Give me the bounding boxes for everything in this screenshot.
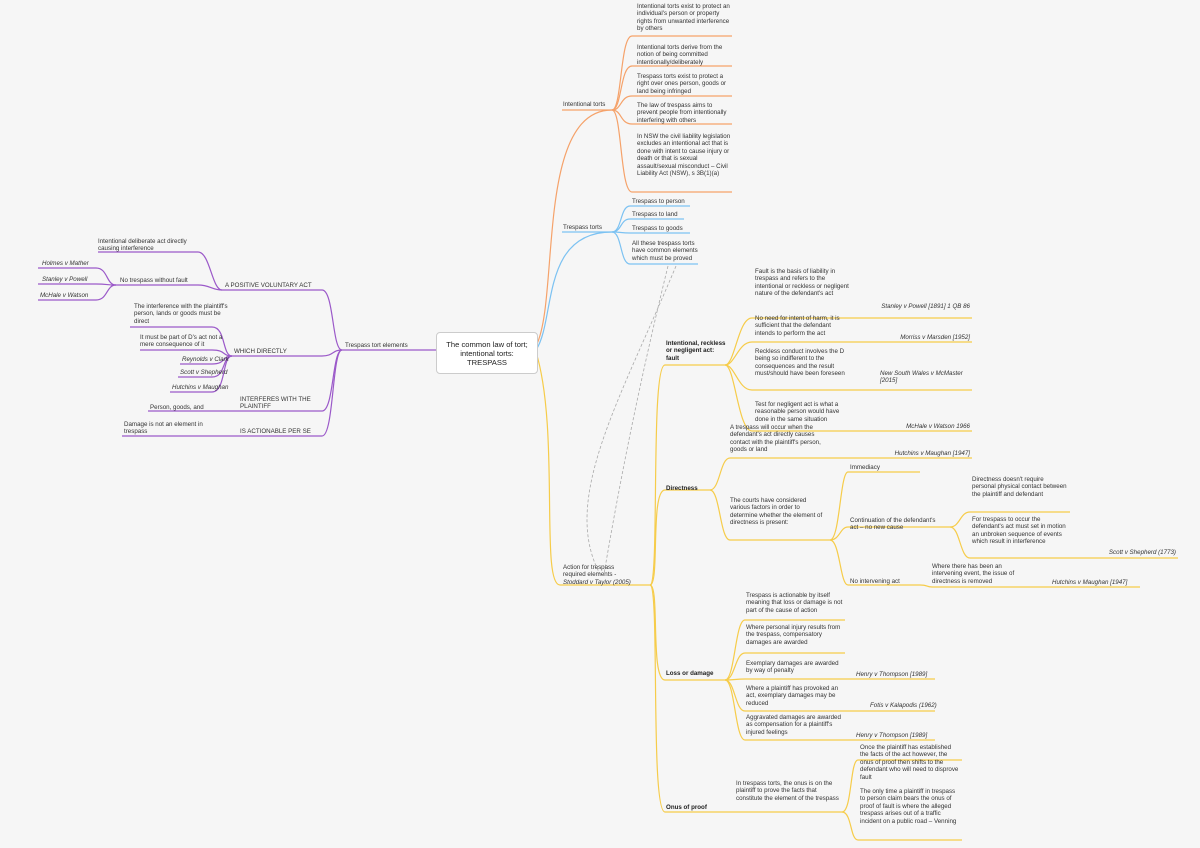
continuation-note-1: Directness doesn't require personal phys… — [972, 476, 1067, 498]
intentional-note-2: Intentional torts derive from the notion… — [637, 44, 723, 66]
branch-intentional-lines — [535, 35, 732, 347]
directly-note-2: It must be part of D's act not a mere co… — [140, 334, 223, 349]
trespass-to-goods: Trespass to goods — [632, 225, 683, 232]
fault-node[interactable]: Intentional, reckless or negligent act: … — [666, 340, 726, 362]
root-line-2: intentional torts: — [460, 348, 514, 358]
interferes-note: Person, goods, and — [150, 404, 204, 411]
branch-elements-lines — [38, 251, 436, 437]
action-for-trespass-node[interactable]: Action for trespass required elements - … — [563, 564, 651, 586]
fault-note-1: Fault is the basis of liability in tresp… — [755, 268, 849, 298]
action-label-1: Action for trespass — [563, 564, 615, 571]
immediacy[interactable]: Immediacy — [850, 464, 880, 471]
positive-voluntary-act[interactable]: A POSITIVE VOLUNTARY ACT — [225, 282, 312, 289]
relationship-arrows — [586, 265, 677, 575]
fault-case-4: McHale v Watson 1966 — [906, 423, 970, 430]
intentional-torts-node[interactable]: Intentional torts — [563, 101, 606, 108]
interferes-with-plaintiff[interactable]: INTERFERES WITH THE PLAINTIFF — [240, 396, 311, 411]
continuation-of-act[interactable]: Continuation of the defendant's act – no… — [850, 517, 936, 532]
fault-note-3: Reckless conduct involves the D being so… — [755, 348, 845, 378]
fault-case-2: Morriss v Marsden [1952] — [900, 334, 970, 341]
branch-trespass-torts-lines — [535, 205, 698, 351]
continuation-case: Scott v Shepherd (1773) — [1108, 549, 1176, 556]
case-holmes-v-mather: Holmes v Mather — [42, 260, 89, 267]
loss-note-2: Where personal injury results from the t… — [746, 624, 841, 646]
fault-note-4: Test for negligent act is what a reasona… — [755, 401, 840, 423]
actionable-per-se[interactable]: IS ACTIONABLE PER SE — [240, 428, 311, 435]
loss-note-4: Where a plaintiff has provoked an act, e… — [746, 685, 839, 707]
fault-case-3: New South Wales v McMaster [2015] — [880, 370, 963, 385]
which-directly[interactable]: WHICH DIRECTLY — [234, 348, 287, 355]
intentional-note-5: In NSW the civil liability legislation e… — [637, 133, 731, 178]
root-line-1: The common law of tort; — [446, 339, 528, 349]
loss-note-3: Exemplary damages are awarded by way of … — [746, 660, 839, 675]
directness-note-1: A trespass will occur when the defendant… — [730, 424, 821, 454]
directly-note-1: The interference with the plaintiff's pe… — [134, 303, 228, 325]
trespass-common-elements-note: All these trespass torts have common ele… — [632, 240, 698, 262]
actionable-note: Damage is not an element in trespass — [124, 421, 203, 436]
no-intervening-act[interactable]: No intervening act — [850, 578, 900, 585]
continuation-note-2: For trespass to occur the defendant's ac… — [972, 516, 1066, 546]
case-reynolds-v-clark: Reynolds v Clark — [182, 356, 229, 363]
onus-note-3: The only time a plaintiff in trespass to… — [860, 788, 957, 825]
loss-or-damage-node[interactable]: Loss or damage — [666, 670, 714, 677]
loss-case-5: Henry v Thompson [1989] — [856, 732, 928, 739]
directness-case-1: Hutchins v Maughan [1947] — [894, 450, 970, 457]
trespass-to-land: Trespass to land — [632, 211, 678, 218]
trespass-elements-node[interactable]: Trespass tort elements — [345, 342, 408, 349]
onus-note-1: In trespass torts, the onus is on the pl… — [736, 780, 839, 802]
intentional-note-1: Intentional torts exist to protect an in… — [637, 3, 730, 33]
onus-note-2: Once the plaintiff has established the f… — [860, 744, 959, 781]
trespass-torts-node[interactable]: Trespass torts — [563, 224, 602, 231]
onus-of-proof-node[interactable]: Onus of proof — [666, 804, 707, 811]
trespass-to-person: Trespass to person — [632, 198, 685, 205]
directness-node[interactable]: Directness — [666, 485, 698, 492]
fault-case-1: Stanley v Powell [1891] 1 QB 86 — [881, 303, 970, 310]
case-mchale-v-watson: McHale v Watson — [40, 292, 89, 299]
case-hutchins-v-maughan: Hutchins v Maughan — [172, 384, 229, 391]
case-scott-v-shepherd: Scott v Shepherd — [180, 369, 228, 376]
fault-note-2: No need for intent of harm, it is suffic… — [755, 315, 840, 337]
root-line-3: TRESPASS — [467, 357, 507, 367]
intentional-note-4: The law of trespass aims to prevent peop… — [637, 102, 727, 124]
loss-case-4: Fotis v Kalapodis (1962) — [870, 702, 937, 709]
loss-note-1: Trespass is actionable by itself meaning… — [746, 592, 843, 614]
action-label-2: required elements - — [563, 571, 617, 579]
directness-note-2: The courts have considered various facto… — [730, 497, 823, 527]
no-intervening-note: Where there has been an intervening even… — [932, 563, 1015, 585]
no-trespass-without-fault: No trespass without fault — [120, 277, 188, 284]
loss-case-3: Henry v Thompson [1989] — [856, 671, 928, 678]
case-stanley-v-powell: Stanley v Powell — [42, 276, 88, 283]
intentional-note-3: Trespass torts exist to protect a right … — [637, 73, 727, 95]
branch-action-lines — [535, 317, 1178, 841]
no-intervening-case: Hutchins v Maughan [1947] — [1052, 579, 1128, 586]
positive-act-note: Intentional deliberate act directly caus… — [98, 238, 187, 253]
loss-note-5: Aggravated damages are awarded as compen… — [746, 714, 841, 736]
root-node[interactable]: The common law of tort; intentional tort… — [436, 332, 538, 374]
action-label-3: Stoddard v Taylor (2005) — [563, 578, 631, 586]
